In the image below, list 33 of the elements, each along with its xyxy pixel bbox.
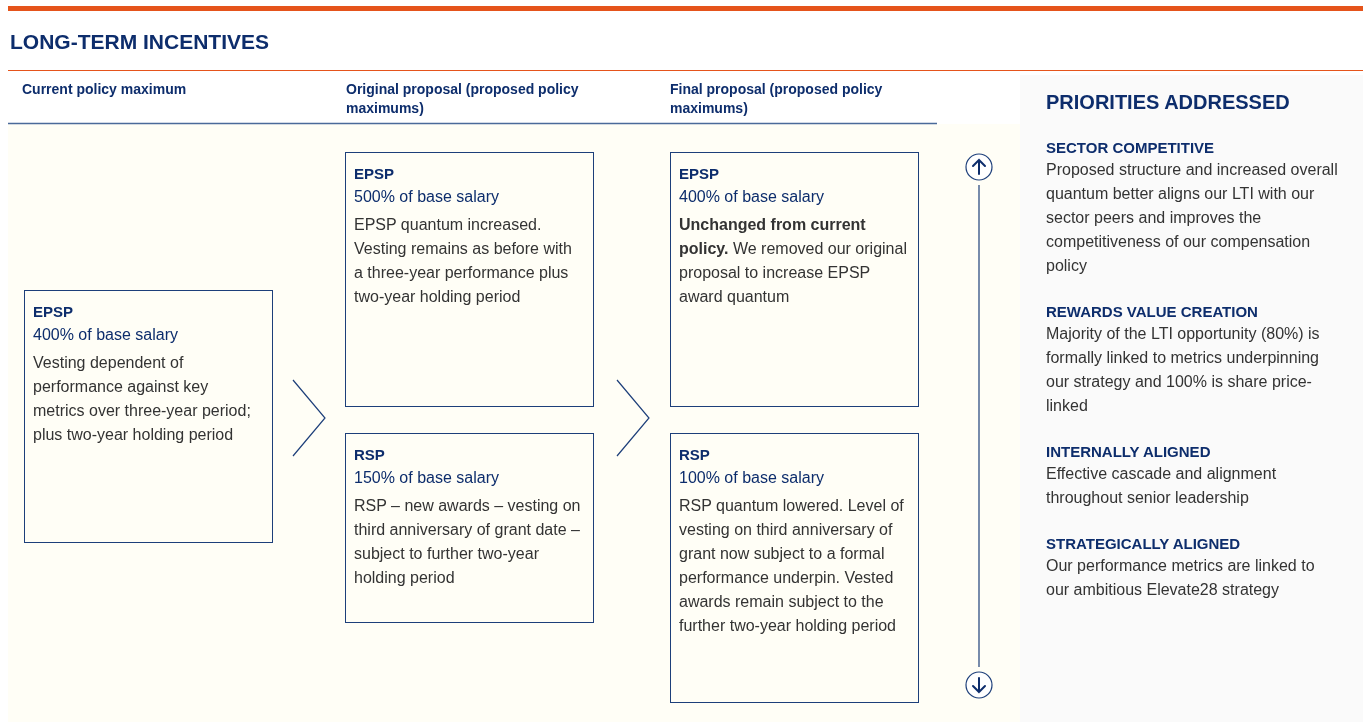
priority-heading: REWARDS VALUE CREATION (1046, 302, 1259, 322)
proposal-box (670, 152, 919, 407)
proposal-box (670, 433, 919, 703)
plan-name: EPSP (679, 164, 721, 184)
priority-text: Majority of the LTI opportunity (80%) is formally linked to metrics underpinning our strategy and 100% is share price-linked (1046, 324, 1321, 416)
column-heading: Original proposal (proposed policy maximums) (346, 80, 580, 118)
priority-heading: SECTOR COMPETITIVE (1046, 138, 1216, 158)
description: Vesting dependent of performance against key metrics over three-year period; plus two-year holding period (33, 353, 252, 445)
priority-heading: STRATEGICALLY ALIGNED (1046, 534, 1242, 554)
award-level: 150% of base salary (354, 468, 500, 488)
plan-name: RSP (354, 445, 386, 465)
column-heading: Current policy maximum (22, 80, 188, 99)
column-heading: Final proposal (proposed policy maximums) (670, 80, 884, 118)
plan-name: RSP (679, 445, 711, 465)
title: LONG-TERM INCENTIVES (10, 30, 269, 54)
proposal-box (24, 290, 273, 543)
award-level: 100% of base salary (679, 468, 825, 488)
proposal-box (345, 433, 594, 623)
plan-name: EPSP (33, 302, 75, 322)
plan-name: EPSP (354, 164, 396, 184)
award-level: 500% of base salary (354, 187, 500, 207)
award-level: 400% of base salary (679, 187, 825, 207)
proposal-box (345, 152, 594, 407)
description: RSP quantum lowered. Level of vesting on third anniversary of grant now subject to a formal performance underpin. Vested awards remain subject to the further two-year holding period (679, 496, 905, 636)
description: EPSP quantum increased. Vesting remains as before with a three-year performance plus two-year holding period (354, 215, 573, 307)
priority-text: Our performance metrics are linked to our ambitious Elevate28 strategy (1046, 556, 1316, 600)
description: RSP – new awards – vesting on third anniversary of grant date – subject to further two-year holding period (354, 496, 582, 588)
priority-text: Proposed structure and increased overall quantum better aligns our LTI with our sector peers and improves the competitiveness of our compensation policy (1046, 160, 1339, 276)
panel-heading: PRIORITIES ADDRESSED (1046, 91, 1291, 114)
priority-text: Effective cascade and alignment throughout senior leadership (1046, 464, 1278, 508)
description: Unchanged from current policy. We removed our original proposal to increase EPSP award quantum (679, 215, 908, 307)
award-level: 400% of base salary (33, 325, 179, 345)
priority-heading: INTERNALLY ALIGNED (1046, 442, 1212, 462)
